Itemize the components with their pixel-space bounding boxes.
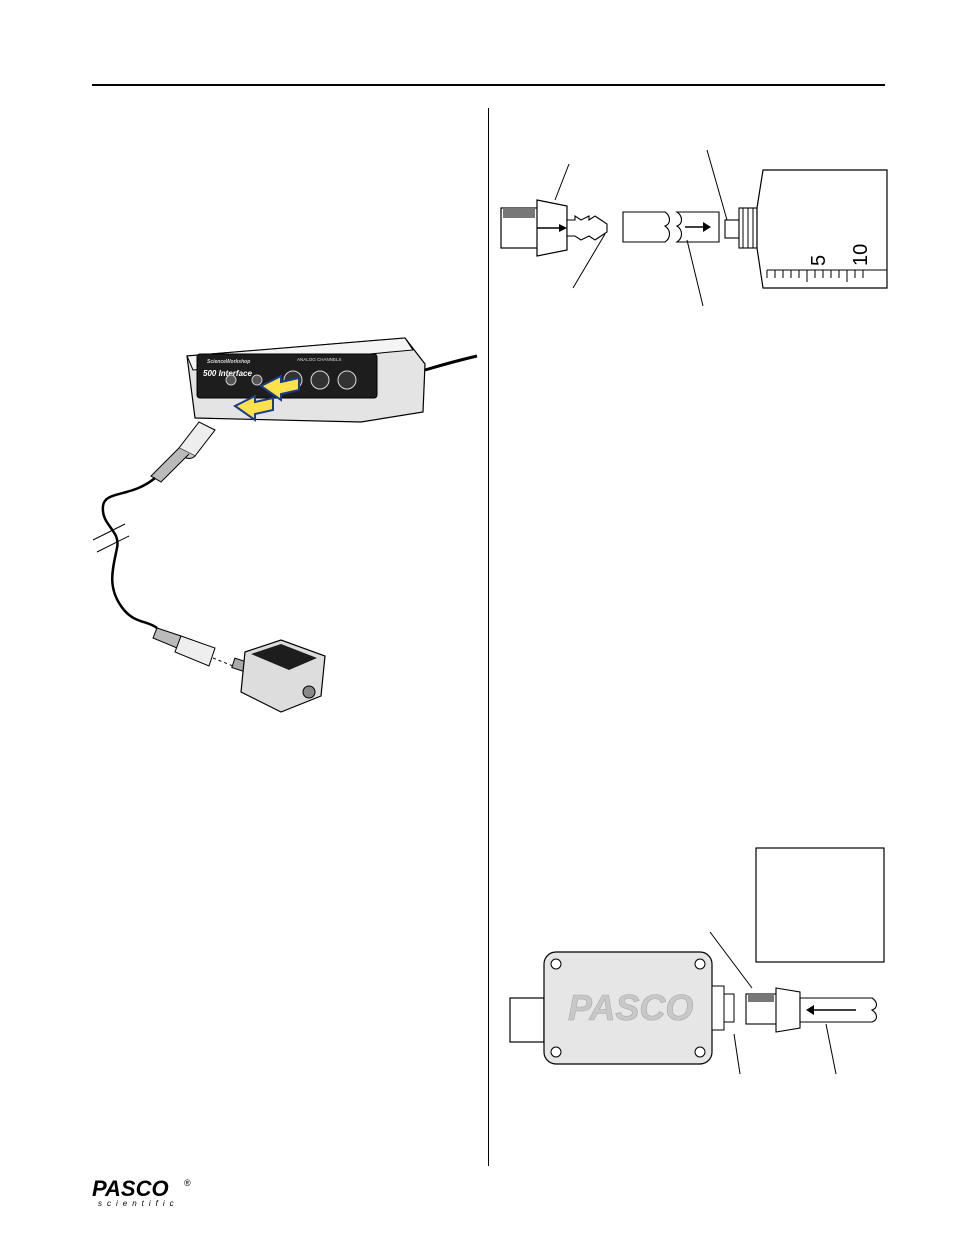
interface-cable-figure: ScienceWorkshop 500 Interface ANALOG CHA… [92,337,478,713]
header-rule [92,84,885,86]
column-divider [488,108,489,1166]
pasco-logo-text: PASCO [92,1176,169,1201]
tubing-assembly-figure: 5 10 [500,149,888,307]
syringe-scale-label-10: 10 [850,244,872,266]
interface-model-label: 500 Interface [203,369,252,378]
sensor-connector-figure: PASCO [509,847,885,1075]
interface-section-label: ANALOG CHANNELS [297,357,342,362]
pasco-logo-subtext: scientific [98,1199,179,1208]
syringe-scale-label-5: 5 [808,255,830,266]
note-box [755,847,885,963]
registered-mark: ® [184,1178,191,1188]
sensor-brand-text: PASCO [568,987,693,1028]
interface-brand-label: ScienceWorkshop [207,359,250,365]
pasco-logo: PASCO scientific ® [92,1176,191,1208]
